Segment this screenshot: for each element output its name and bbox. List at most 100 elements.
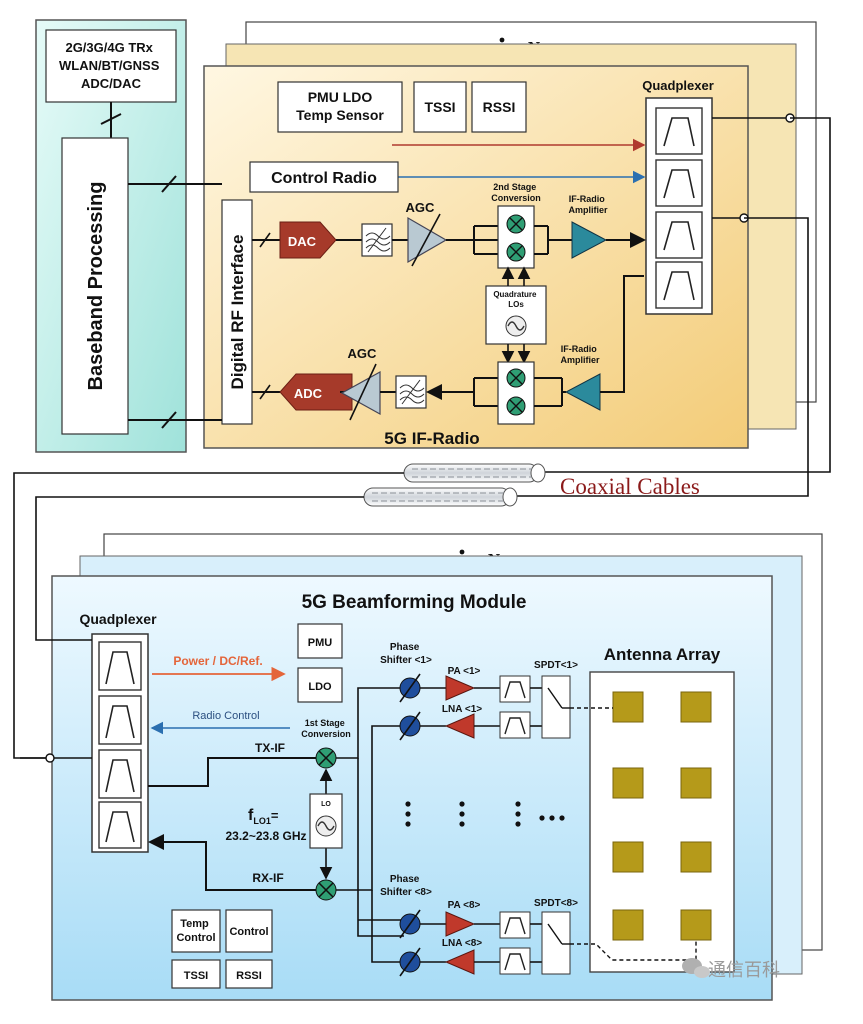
- svg-text:LNA <8>: LNA <8>: [442, 938, 482, 949]
- digital-rf-box: Digital RF Interface: [221, 199, 253, 425]
- tx-if-path: [148, 757, 316, 787]
- antenna-patch: [680, 909, 712, 941]
- bottom-tssi-box: TSSI: [171, 959, 221, 989]
- pa-1: [445, 675, 476, 701]
- bottom-rssi-box: RSSI: [225, 959, 273, 989]
- second-stage-label: 2nd Stage Conversion: [491, 182, 541, 203]
- svg-text:AGC: AGC: [406, 200, 436, 215]
- antenna-patch: [680, 691, 712, 723]
- power-label: Power / DC/Ref.: [173, 654, 262, 668]
- svg-text:Digital RF Interface: Digital RF Interface: [228, 235, 247, 390]
- rx-mixer-bottom: [315, 879, 337, 901]
- svg-text:AGC: AGC: [348, 346, 378, 361]
- flo-range: 23.2~23.8 GHz: [225, 829, 306, 843]
- svg-text:PA <8>: PA <8>: [448, 900, 481, 911]
- svg-text:PMU: PMU: [308, 637, 333, 649]
- flo-label: fLO1=: [248, 807, 279, 826]
- if-amp-tx-label: IF-Radio Amplifier: [568, 194, 608, 215]
- tx-mixer-bottom: [315, 747, 337, 769]
- coax-label: Coaxial Cables: [560, 474, 700, 499]
- antenna-patch: [612, 767, 644, 799]
- baseband-label: Baseband Processing: [85, 182, 107, 391]
- agc-rx: AGC: [340, 346, 381, 421]
- baseband-box: Baseband Processing: [61, 137, 129, 435]
- phase-shifter-1-tx: [399, 673, 421, 703]
- first-stage-label: 1st Stage Conversion: [301, 718, 351, 739]
- rf-filter-8-tx: [499, 911, 531, 939]
- rx-if-path: [148, 834, 316, 891]
- phase-shifter-1-label: Phase Shifter <1>: [380, 642, 432, 666]
- quadrature-lo-box: Quadrature LOs: [485, 285, 547, 345]
- svg-text:RX-IF: RX-IF: [252, 871, 283, 885]
- antenna-patch: [680, 841, 712, 873]
- bottom-pmu-box: PMU: [297, 623, 343, 659]
- ellipsis-dots: [405, 801, 565, 827]
- control-radio-box: Control Radio: [249, 161, 399, 193]
- pmu-ldo-box: PMU LDO Temp Sensor: [277, 81, 403, 133]
- svg-text:SPDT<1>: SPDT<1>: [534, 660, 578, 671]
- top-rssi-box: RSSI: [471, 81, 527, 133]
- adc-block: ADC: [279, 373, 353, 411]
- svg-text:DAC: DAC: [288, 234, 317, 249]
- bottom-quadplexer: [91, 633, 149, 853]
- lo-box: LO: [309, 793, 343, 849]
- svg-text:TX-IF: TX-IF: [255, 741, 285, 755]
- agc-tx: AGC: [406, 200, 448, 267]
- spdt-1: [541, 675, 571, 739]
- tx-filter: [361, 223, 393, 257]
- rx-filter: [395, 375, 427, 409]
- if-amp-rx-label: IF-Radio Amplifier: [560, 344, 600, 365]
- temp-control-box: Temp Control: [171, 909, 221, 953]
- control-box: Control: [225, 909, 273, 953]
- svg-text:RSSI: RSSI: [483, 99, 516, 115]
- antenna-patch: [680, 767, 712, 799]
- svg-text:LNA <1>: LNA <1>: [442, 704, 482, 715]
- quad-to-if-amp-rx: [600, 275, 644, 393]
- rf-filter-1-rx: [499, 711, 531, 739]
- if-radio-title: 5G IF-Radio: [384, 429, 479, 448]
- if-amp-tx: [571, 221, 608, 259]
- svg-text:TSSI: TSSI: [184, 970, 208, 982]
- svg-text:Temp Control: Temp Control: [176, 918, 215, 944]
- radio-control-label: Radio Control: [192, 710, 259, 722]
- antenna-array-label: Antenna Array: [604, 645, 721, 664]
- dac-block: DAC: [279, 221, 337, 259]
- tx-mixer-box: [497, 205, 535, 269]
- phase-shifter-8-rx: [399, 947, 421, 977]
- antenna-patch: [612, 691, 644, 723]
- rf-filter-8-rx: [499, 947, 531, 975]
- svg-text:Control Radio: Control Radio: [271, 170, 377, 187]
- svg-text:PA <1>: PA <1>: [448, 666, 481, 677]
- top-quadplexer: [645, 97, 713, 315]
- coax-left-wire-2: [35, 496, 364, 641]
- rx-mixer-box: [497, 361, 535, 425]
- trx-box: 2G/3G/4G TRx WLAN/BT/GNSS ADC/DAC: [45, 29, 177, 103]
- rf-filter-1-tx: [499, 675, 531, 703]
- pa-8: [445, 911, 476, 937]
- watermark: 通信百科: [708, 960, 780, 981]
- coax-cable-2: [363, 487, 518, 507]
- bottom-quadplexer-label: Quadplexer: [79, 611, 157, 627]
- wechat-icon: [682, 958, 710, 978]
- bottom-ldo-box: LDO: [297, 667, 343, 703]
- top-quadplexer-label: Quadplexer: [642, 78, 714, 93]
- svg-text:LDO: LDO: [308, 681, 332, 693]
- svg-text:ADC: ADC: [294, 386, 323, 401]
- coax-cable-1: [403, 463, 546, 483]
- temp-sensor-label: Temp Sensor: [296, 107, 384, 123]
- bf-title: 5G Beamforming Module: [302, 592, 527, 613]
- svg-text:Control: Control: [229, 926, 268, 938]
- svg-text:RSSI: RSSI: [236, 970, 262, 982]
- svg-text:TSSI: TSSI: [424, 99, 455, 115]
- antenna-array: [570, 671, 735, 973]
- svg-text:SPDT<8>: SPDT<8>: [534, 898, 578, 909]
- top-tssi-box: TSSI: [413, 81, 467, 133]
- coax-top-wire: [540, 117, 831, 473]
- pmu-ldo-label: PMU LDO: [308, 89, 373, 105]
- spdt-8: [541, 911, 571, 975]
- antenna-patch: [612, 909, 644, 941]
- antenna-patch: [612, 841, 644, 873]
- phase-shifter-8-label: Phase Shifter <8>: [380, 874, 432, 898]
- phase-shifter-8-tx: [399, 909, 421, 939]
